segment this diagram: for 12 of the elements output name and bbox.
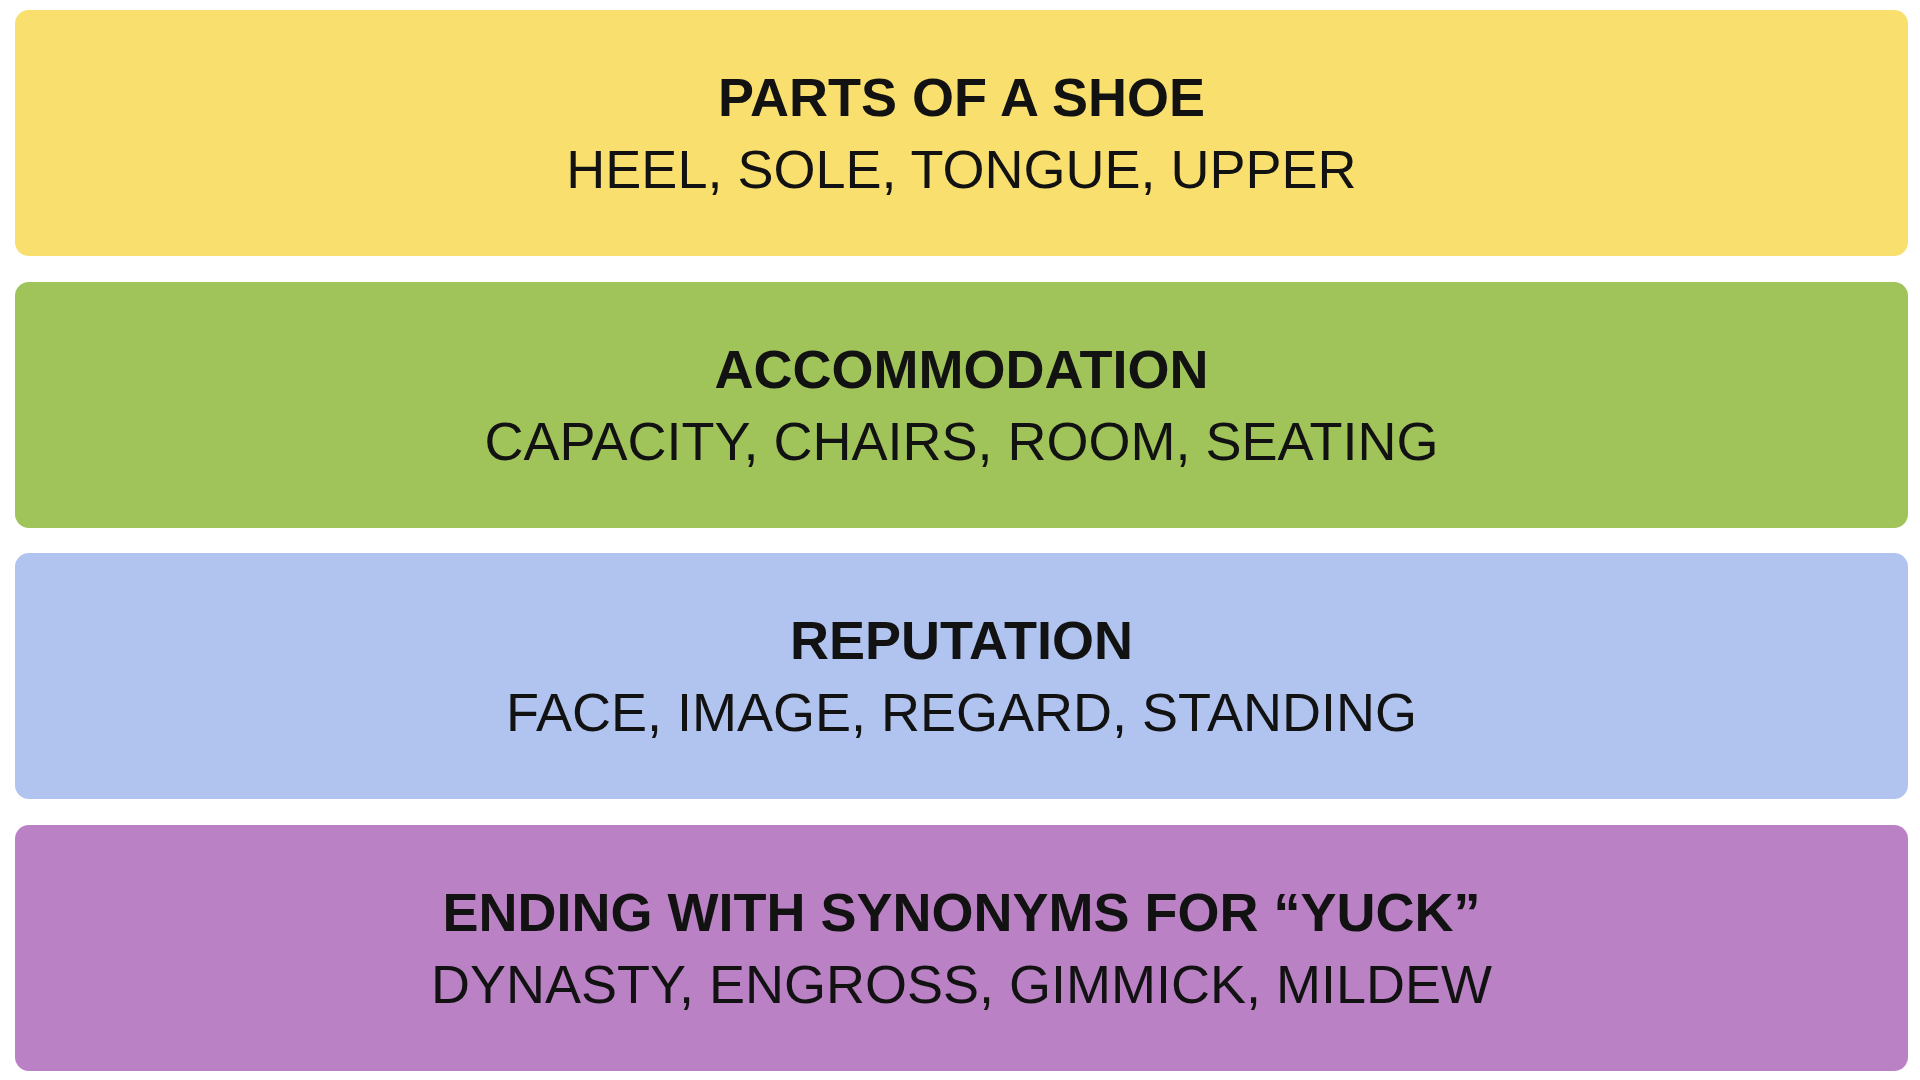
category-band (15, 825, 1908, 1071)
category-title: ACCOMMODATION (714, 338, 1209, 401)
category-title: REPUTATION (790, 609, 1133, 672)
word-list: FACE, IMAGE, REGARD, STANDING (505, 676, 1418, 748)
word-list: HEEL, SOLE, TONGUE, UPPER (566, 133, 1357, 205)
category-band (15, 553, 1908, 799)
category-title: PARTS OF A SHOE (718, 66, 1205, 129)
category-band (15, 10, 1908, 256)
word-list: CAPACITY, CHAIRS, ROOM, SEATING (484, 405, 1439, 477)
word-list: DYNASTY, ENGROSS, GIMMICK, MILDEW (430, 948, 1493, 1020)
category-band (15, 282, 1908, 528)
category-title: ENDING WITH SYNONYMS FOR “YUCK” (442, 881, 1481, 944)
